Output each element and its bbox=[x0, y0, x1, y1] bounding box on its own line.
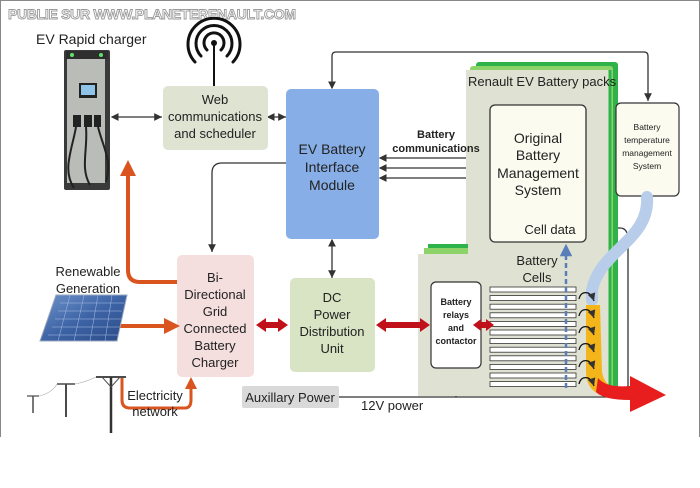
svg-text:Auxillary Power: Auxillary Power bbox=[245, 390, 335, 405]
svg-text:and: and bbox=[448, 323, 464, 333]
battery-cell bbox=[489, 338, 577, 345]
svg-text:relays: relays bbox=[443, 310, 469, 320]
electricity-label-1: Electricity bbox=[127, 388, 183, 403]
svg-text:and scheduler: and scheduler bbox=[174, 126, 256, 141]
svg-text:Bi-: Bi- bbox=[207, 270, 223, 285]
battery-cells-label-1: Battery bbox=[516, 253, 558, 268]
svg-text:Management: Management bbox=[497, 165, 579, 181]
svg-text:Grid: Grid bbox=[203, 304, 228, 319]
heat-curl-arrow bbox=[578, 308, 596, 319]
svg-text:management: management bbox=[622, 148, 672, 158]
battery-cell bbox=[489, 312, 577, 319]
svg-text:System: System bbox=[633, 161, 661, 171]
svg-text:Web: Web bbox=[202, 92, 229, 107]
battery-cell bbox=[489, 320, 577, 327]
ev-battery-interface-module: EV Battery Interface Module bbox=[286, 89, 379, 239]
power-flow-arrows bbox=[256, 318, 494, 332]
web-communications-box: Web communications and scheduler bbox=[163, 86, 268, 150]
battery-management-system-box: Original Battery Management System Cell … bbox=[489, 104, 587, 243]
auxiliary-power-box: Auxillary Power bbox=[242, 386, 339, 408]
utility-poles-icon bbox=[27, 376, 126, 433]
bidirectional-grid-charger-box: Bi- Directional Grid Connected Battery C… bbox=[177, 255, 254, 377]
svg-text:Battery: Battery bbox=[440, 297, 471, 307]
battery-cell bbox=[489, 295, 577, 302]
battery-cell bbox=[489, 372, 577, 379]
renewable-label-2: Generation bbox=[56, 281, 120, 296]
svg-text:Interface: Interface bbox=[305, 159, 360, 175]
battery-cell bbox=[489, 346, 577, 353]
renewable-label-1: Renewable bbox=[55, 264, 120, 279]
svg-text:temperature: temperature bbox=[624, 135, 670, 145]
battery-cell bbox=[489, 329, 577, 336]
heat-transfer-arrows bbox=[578, 291, 596, 387]
battery-cell bbox=[489, 355, 577, 362]
battery-cell-stack bbox=[489, 286, 577, 388]
svg-text:Directional: Directional bbox=[184, 287, 246, 302]
connector-lines bbox=[110, 51, 652, 398]
battery-comms-label-2: communications bbox=[392, 143, 479, 155]
battery-cell bbox=[489, 381, 577, 388]
battery-cell bbox=[489, 303, 577, 310]
svg-text:Power: Power bbox=[314, 307, 352, 322]
svg-text:Battery: Battery bbox=[634, 122, 662, 132]
svg-text:Battery: Battery bbox=[516, 147, 560, 163]
svg-text:DC: DC bbox=[323, 290, 342, 305]
heat-curl-arrow bbox=[578, 359, 596, 370]
svg-text:Battery: Battery bbox=[194, 338, 236, 353]
ev-rapid-charger-label: EV Rapid charger bbox=[36, 31, 147, 47]
heat-curl-arrow bbox=[578, 376, 596, 387]
svg-text:Original: Original bbox=[514, 130, 562, 146]
renewable-power-lines bbox=[112, 160, 197, 410]
coolant-flow bbox=[586, 191, 654, 306]
battery-cells-label-2: Cells bbox=[523, 270, 552, 285]
svg-text:Connected: Connected bbox=[184, 321, 247, 336]
battery-comms-label-1: Battery bbox=[417, 129, 456, 141]
electricity-label-2: network bbox=[132, 404, 178, 419]
svg-text:Module: Module bbox=[309, 177, 355, 193]
battery-cell bbox=[489, 286, 577, 293]
heat-curl-arrow bbox=[578, 342, 596, 353]
watermark-text: PUBLIE SUR WWW.PLANETERENAULT.COM bbox=[8, 6, 296, 22]
svg-text:communications: communications bbox=[168, 109, 262, 124]
svg-text:Unit: Unit bbox=[320, 341, 344, 356]
battery-temperature-management-box: Battery temperature management System bbox=[615, 102, 680, 197]
battery-relays-contactor-box: Battery relays and contactor bbox=[430, 281, 482, 369]
battery-cell bbox=[489, 363, 577, 370]
cell-data-label: Cell data bbox=[524, 222, 576, 237]
svg-text:System: System bbox=[515, 182, 562, 198]
svg-text:Charger: Charger bbox=[192, 355, 240, 370]
heat-curl-arrow bbox=[578, 291, 596, 302]
twelve-volt-power-label: 12V power bbox=[361, 398, 424, 413]
heat-exhaust-arrow bbox=[596, 376, 666, 412]
wireless-antenna-icon bbox=[186, 16, 242, 87]
dc-power-distribution-unit-box: DC Power Distribution Unit bbox=[290, 278, 375, 372]
ev-charger-icon bbox=[64, 50, 110, 190]
heat-curl-arrow bbox=[578, 325, 596, 336]
svg-text:contactor: contactor bbox=[435, 336, 477, 346]
svg-text:Distribution: Distribution bbox=[299, 324, 364, 339]
solar-panel-icon bbox=[39, 294, 128, 342]
svg-text:EV Battery: EV Battery bbox=[299, 141, 366, 157]
battery-packs-label: Renault EV Battery packs bbox=[468, 74, 617, 89]
